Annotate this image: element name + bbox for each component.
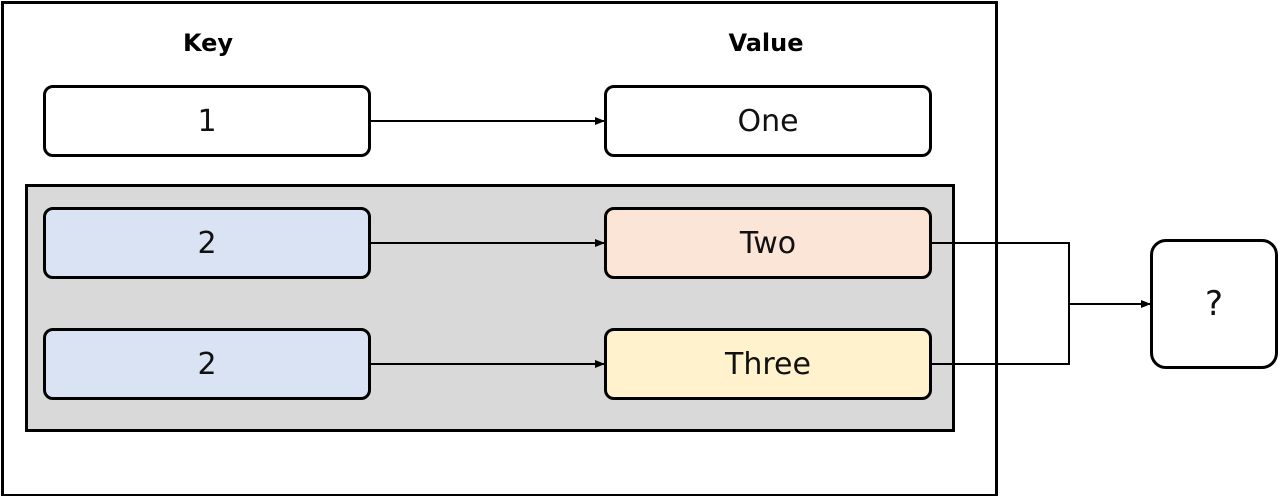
key-node-2: 2 [43,207,371,279]
value-node-2: Two [604,207,932,279]
value-node-1: One [604,85,932,157]
key-node-3: 2 [43,328,371,400]
key-column-header: Key [182,29,234,57]
value-node-3: Three [604,328,932,400]
value-column-header: Value [728,29,804,57]
key-node-1: 1 [43,85,371,157]
result-node: ? [1150,239,1278,369]
